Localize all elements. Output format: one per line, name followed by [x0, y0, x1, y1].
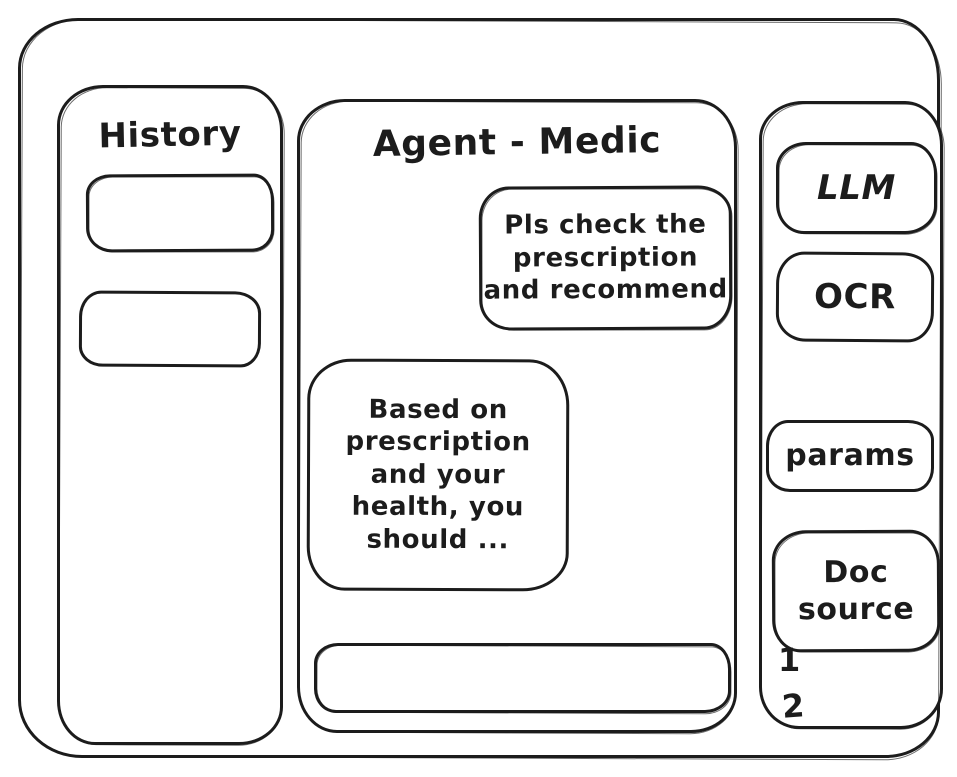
- tools-panel: LLM OCR params Doc source 1 2: [759, 101, 943, 729]
- history-item[interactable]: [78, 290, 262, 368]
- user-message-text: Pls check the prescription and recommend: [483, 209, 728, 306]
- doc-source-item-2: 2: [780, 686, 807, 726]
- message-input[interactable]: [314, 643, 731, 713]
- llm-button[interactable]: LLM: [776, 142, 937, 234]
- agent-message-text: Based on prescription and your health, y…: [345, 394, 531, 555]
- history-item[interactable]: [85, 173, 275, 253]
- user-message-bubble: Pls check the prescription and recommend: [478, 185, 733, 331]
- app-frame: History Agent - Medic Pls check the pres…: [18, 18, 943, 758]
- doc-source-item-1: 1: [778, 641, 801, 679]
- chat-panel: Agent - Medic Pls check the prescription…: [297, 99, 737, 733]
- history-panel: History: [57, 85, 283, 745]
- history-title: History: [98, 113, 242, 157]
- params-button[interactable]: params: [766, 420, 934, 492]
- doc-source-button[interactable]: Doc source: [771, 529, 941, 653]
- agent-message-bubble: Based on prescription and your health, y…: [306, 358, 570, 592]
- page-title: Agent - Medic: [372, 119, 662, 166]
- ocr-button[interactable]: OCR: [775, 251, 935, 343]
